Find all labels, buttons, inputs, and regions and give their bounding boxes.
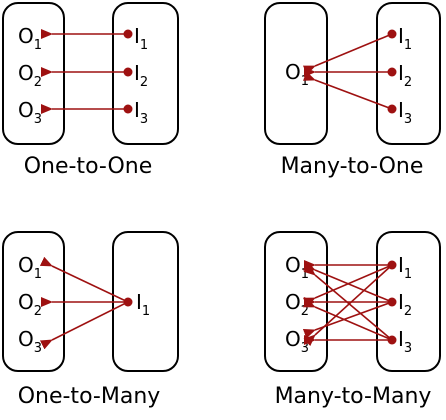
input-node-i1: I1 [398,253,412,282]
input-node-i3: I3 [134,98,148,127]
panel-many-to-many: O1 O2 O3 I1 I2 I3 Many-to-Many [264,231,441,409]
output-node-o1: O1 [18,24,42,53]
output-node-o3: O3 [18,327,42,356]
output-node-o2: O2 [285,290,309,319]
input-dot [387,29,397,39]
output-node-o3: O3 [18,98,42,127]
arrow-i3-o1 [303,264,393,341]
input-dot [123,297,133,307]
input-node-i2: I2 [398,61,412,90]
input-node-i3: I3 [398,327,412,356]
arrow-i3-o2 [302,298,393,341]
output-box [264,2,328,145]
output-node-o2: O2 [18,61,42,90]
input-dot [387,297,397,307]
input-dot [387,260,397,270]
caption-many-to-one: Many-to-One [281,154,424,179]
input-node-i1: I1 [136,290,150,319]
input-dot [387,335,397,345]
input-node-i2: I2 [134,61,148,90]
arrow-i1-o2 [302,264,393,307]
input-node-i1: I1 [398,24,412,53]
output-node-o1: O1 [285,60,309,89]
output-node-o3: O3 [285,327,309,356]
input-dot [123,29,133,39]
arrow-i2-o3 [302,301,393,339]
output-node-o2: O2 [18,290,42,319]
input-dot [123,67,133,77]
panel-one-to-many: O1 O2 O3 I1 One-to-Many [2,231,179,409]
caption-one-to-one: One-to-One [24,154,153,179]
panel-one-to-one: O1 O2 O3 I1 I2 I3 One-to-One [2,2,179,179]
arrow-i1-o3 [303,264,393,347]
arrow-i1-o3 [39,301,129,350]
arrow-i1-o1 [39,256,129,303]
input-dot [387,104,397,114]
arrow-i2-o1 [302,261,393,303]
input-node-i1: I1 [134,24,148,53]
output-node-o1: O1 [18,253,42,282]
arrow-i3-o1 [302,71,393,110]
input-dot [387,67,397,77]
arrow-i1-o1 [302,33,393,75]
input-dot [123,104,133,114]
input-node-i3: I3 [398,98,412,127]
caption-many-to-many: Many-to-Many [275,384,432,409]
panel-many-to-one: O1 I1 I2 I3 Many-to-One [264,2,441,179]
input-node-i2: I2 [398,290,412,319]
caption-one-to-many: One-to-Many [18,384,161,409]
